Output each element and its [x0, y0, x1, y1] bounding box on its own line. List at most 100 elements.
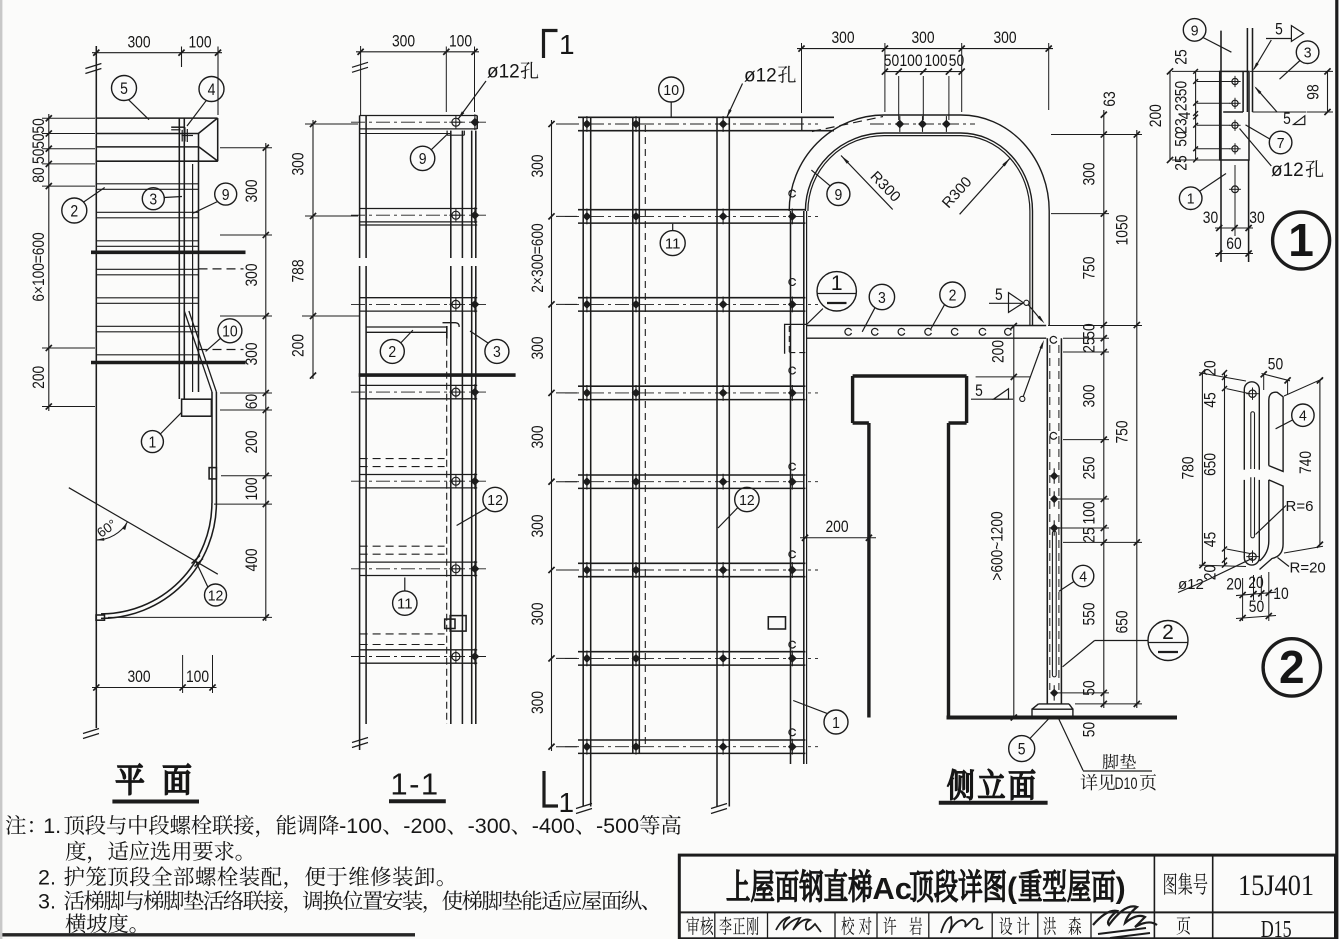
svg-text:50: 50	[1081, 722, 1099, 737]
svg-text:100: 100	[924, 52, 947, 70]
svg-text:25: 25	[1173, 155, 1191, 170]
svg-text:Ac: Ac	[872, 871, 912, 906]
svg-text:1: 1	[559, 787, 575, 818]
svg-text:50: 50	[1173, 131, 1191, 146]
svg-text:12: 12	[487, 492, 503, 509]
svg-text:7: 7	[1277, 135, 1285, 152]
svg-text:9: 9	[1191, 22, 1199, 39]
svg-text:300: 300	[529, 514, 547, 537]
svg-text:10: 10	[1273, 585, 1288, 603]
svg-text:300: 300	[993, 29, 1016, 47]
svg-text:4: 4	[1176, 112, 1194, 120]
svg-text:1: 1	[149, 434, 157, 451]
svg-text:300: 300	[529, 154, 547, 177]
svg-text:2: 2	[949, 287, 957, 304]
svg-text:12: 12	[739, 492, 755, 509]
svg-text:100: 100	[186, 668, 209, 686]
svg-text:5: 5	[995, 286, 1003, 304]
svg-text:ø12: ø12	[1178, 576, 1204, 593]
svg-text:-400: -400	[532, 814, 575, 838]
svg-text:5: 5	[1018, 740, 1026, 759]
svg-text:50: 50	[884, 52, 899, 70]
svg-text:4: 4	[1079, 568, 1087, 585]
svg-text:1: 1	[1288, 214, 1314, 266]
svg-text:20: 20	[1226, 576, 1241, 594]
svg-text:750: 750	[1081, 256, 1099, 279]
svg-text:10: 10	[222, 324, 238, 341]
svg-text:300: 300	[529, 691, 547, 714]
svg-text:300: 300	[243, 263, 261, 286]
svg-text:10: 10	[663, 82, 679, 99]
svg-text:50: 50	[1081, 323, 1099, 338]
svg-text:3: 3	[149, 191, 157, 208]
svg-text:4: 4	[1299, 408, 1307, 425]
svg-text:9: 9	[419, 151, 427, 168]
svg-text:-300: -300	[468, 814, 511, 838]
svg-text:780: 780	[1180, 456, 1198, 479]
svg-text:300: 300	[529, 602, 547, 625]
svg-text:200: 200	[243, 430, 261, 453]
svg-text:2.: 2.	[38, 866, 56, 890]
svg-text:100: 100	[188, 34, 211, 52]
svg-text:ø12: ø12	[1271, 160, 1304, 181]
svg-text:50: 50	[1173, 81, 1191, 96]
svg-text:11: 11	[665, 236, 681, 253]
svg-text:788: 788	[290, 259, 308, 282]
svg-text:D15: D15	[1261, 917, 1292, 939]
svg-text:30: 30	[1249, 209, 1264, 227]
svg-text:3: 3	[493, 344, 501, 361]
svg-text:25: 25	[1081, 527, 1099, 542]
svg-text:9: 9	[835, 187, 843, 204]
svg-text:1050: 1050	[1114, 215, 1132, 246]
svg-text:50: 50	[30, 149, 48, 164]
svg-text:2: 2	[70, 202, 78, 221]
svg-text:ø12: ø12	[744, 66, 777, 87]
svg-text:23: 23	[1173, 96, 1191, 111]
svg-text:300: 300	[911, 29, 934, 47]
svg-text:1.: 1.	[43, 814, 61, 838]
svg-text:25: 25	[1081, 337, 1099, 352]
svg-text:300: 300	[243, 342, 261, 365]
svg-text:45: 45	[1202, 392, 1220, 407]
svg-text:200: 200	[1147, 104, 1165, 127]
svg-text:50: 50	[1081, 680, 1099, 695]
svg-text:50: 50	[30, 118, 48, 133]
svg-text:300: 300	[529, 425, 547, 448]
svg-text:3.: 3.	[38, 890, 56, 914]
svg-text:100: 100	[243, 477, 261, 500]
svg-text:30: 30	[1203, 209, 1218, 227]
svg-text:11: 11	[397, 596, 413, 613]
svg-text:4: 4	[208, 80, 216, 99]
svg-text:3: 3	[1304, 45, 1312, 62]
svg-text:-200: -200	[403, 814, 446, 838]
svg-text:): )	[1116, 872, 1126, 905]
svg-text:300: 300	[831, 29, 854, 47]
svg-text:D10: D10	[1115, 774, 1138, 793]
svg-text:R=20: R=20	[1290, 560, 1326, 577]
svg-text:200: 200	[990, 340, 1008, 363]
svg-text:12: 12	[208, 587, 224, 604]
svg-text:15J401: 15J401	[1238, 869, 1314, 902]
svg-text:2: 2	[1162, 621, 1174, 644]
svg-text:300: 300	[529, 336, 547, 359]
svg-text:-500: -500	[596, 814, 639, 838]
svg-text:-100: -100	[339, 814, 382, 838]
svg-text:650: 650	[1114, 610, 1132, 633]
svg-text:80: 80	[30, 167, 48, 182]
svg-text:650: 650	[1202, 453, 1220, 476]
svg-text:25: 25	[1173, 49, 1191, 64]
svg-text:200: 200	[30, 366, 48, 389]
svg-text:300: 300	[1081, 162, 1099, 185]
svg-text:300: 300	[243, 179, 261, 202]
svg-text:300: 300	[392, 33, 415, 51]
svg-text:60: 60	[1226, 235, 1241, 253]
svg-text:1: 1	[1187, 191, 1195, 208]
svg-text:5: 5	[1283, 110, 1291, 128]
svg-text:23: 23	[1173, 118, 1191, 133]
svg-text:20: 20	[1248, 574, 1263, 592]
svg-text:200: 200	[825, 518, 848, 536]
svg-text:63: 63	[1101, 91, 1119, 106]
svg-text:750: 750	[1114, 420, 1132, 443]
svg-text:100: 100	[449, 33, 472, 51]
svg-text:60: 60	[243, 394, 261, 409]
